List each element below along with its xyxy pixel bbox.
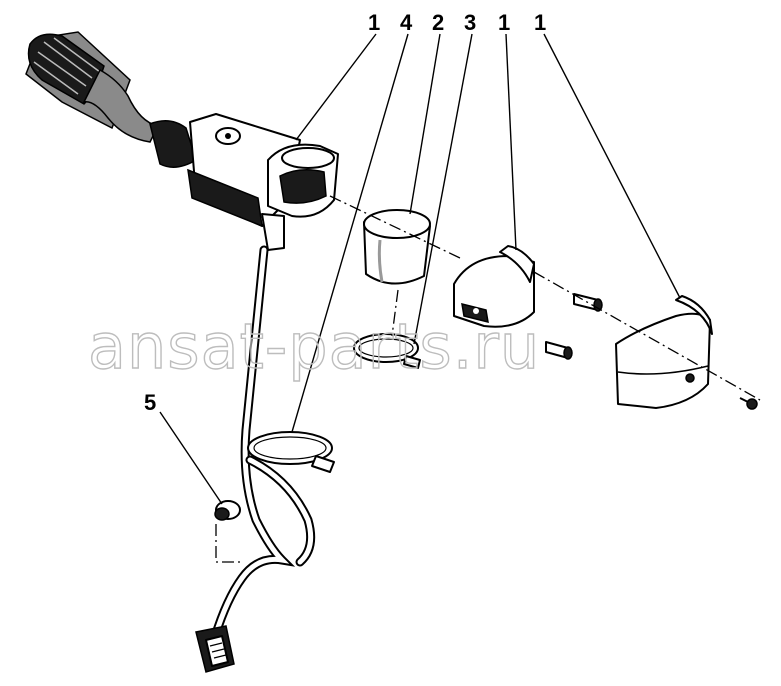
leader-lines [159, 33, 681, 505]
screw-small [739, 397, 758, 410]
large-clamp-half [615, 295, 713, 409]
small-clamp-half [453, 245, 535, 328]
control-lever-assembly [25, 31, 339, 251]
wire-harness [195, 245, 316, 673]
harness-strap-clamp [247, 431, 335, 473]
watermark-text: ansat-parts.ru [88, 310, 540, 383]
callout-3-ring-clamp: 3 [464, 10, 476, 35]
callout-4-strap-clamp: 4 [400, 10, 413, 35]
ring-clamp [353, 333, 421, 369]
bushing-sleeve [363, 209, 431, 285]
lever-knob [25, 31, 160, 143]
harness-connector [195, 625, 235, 673]
callout-5-grommet: 5 [144, 390, 156, 415]
callout-1-body-clamp: 1 [368, 10, 380, 35]
grommet-nut [214, 500, 241, 521]
lever-boot [149, 120, 197, 168]
callout-1-large-clamp: 1 [534, 10, 546, 35]
callout-2-bushing: 2 [432, 10, 444, 35]
assembly-centerlines [215, 195, 761, 563]
callout-1-small-clamp: 1 [498, 10, 510, 35]
body-clamp-saddle [261, 143, 339, 251]
screw-lower [545, 341, 573, 360]
